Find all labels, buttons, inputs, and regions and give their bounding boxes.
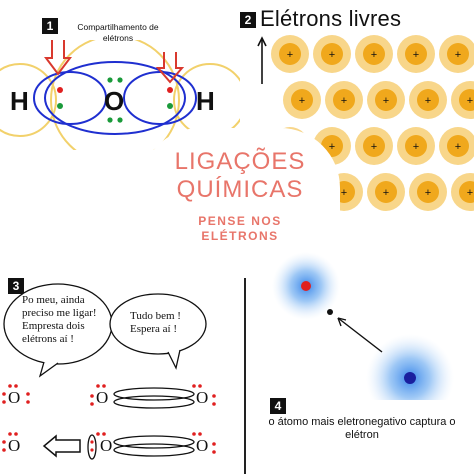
metal-ion-core <box>333 89 355 111</box>
capture-caption: o átomo mais eletronegativo captura o el… <box>268 416 456 441</box>
sharing-caption: Compartilhamento de elétrons <box>77 22 159 43</box>
plus-sign-icon: + <box>341 187 347 199</box>
oxygen-atom: O <box>196 436 209 455</box>
electronegativity-diagram <box>272 252 454 400</box>
title-line-1: LIGAÇÕES <box>174 148 306 175</box>
plus-sign-icon: + <box>455 49 461 61</box>
plus-sign-icon: + <box>371 141 377 153</box>
plus-sign-icon: + <box>455 141 461 153</box>
subtitle-line-2: ELÉTRONS <box>201 229 279 243</box>
plus-sign-icon: + <box>371 49 377 61</box>
oxygen-atom: O <box>100 436 113 455</box>
metal-ion-core <box>291 89 313 111</box>
metal-ion-core <box>417 181 439 203</box>
badge-1: 1 <box>42 18 58 34</box>
electron-green <box>107 117 113 123</box>
nucleus-blue <box>404 372 416 384</box>
plus-sign-icon: + <box>467 95 473 107</box>
metal-ion-core <box>363 43 385 65</box>
metal-ion-core <box>279 43 301 65</box>
metal-ion-core <box>375 181 397 203</box>
bubble-right-shape <box>109 293 207 355</box>
panel-3: 3 Po meu, ainda preciso me ligar! Empres… <box>0 268 236 474</box>
plus-sign-icon: + <box>329 141 335 153</box>
up-arrow-icon <box>257 36 267 84</box>
free-electron <box>327 309 333 315</box>
bubble-right-text: Tudo bem ! Espera aí ! <box>130 310 181 335</box>
metal-ion-core <box>447 135 469 157</box>
atom-h-left: H <box>10 86 29 116</box>
panel-divider <box>244 278 246 474</box>
oxygen-atom: O <box>8 436 21 455</box>
row-1 <box>2 384 216 409</box>
left-arrow-icon <box>42 434 81 458</box>
free-electrons-title: Elétrons livres <box>260 6 402 31</box>
plus-sign-icon: + <box>467 187 473 199</box>
oxygen-atom: O <box>96 388 109 407</box>
plus-sign-icon: + <box>413 141 419 153</box>
bond-ring-right <box>123 71 197 125</box>
o-shell <box>50 40 180 150</box>
row-2 <box>2 432 216 460</box>
metal-ion-core <box>363 135 385 157</box>
plus-sign-icon: + <box>299 95 305 107</box>
subtitle-line-1: PENSE NOS <box>198 214 282 228</box>
arrow-left-icon <box>44 40 72 76</box>
badge-2: 2 <box>240 12 256 28</box>
electron-red <box>57 87 63 93</box>
capture-arrow-icon <box>337 317 383 353</box>
electron-green <box>117 77 123 83</box>
arrow-right-icon <box>155 52 185 84</box>
center-title: LIGAÇÕES QUÍMICAS PENSE NOS ELÉTRONS <box>148 148 332 244</box>
metal-ion-core <box>447 43 469 65</box>
oxygen-bonding-diagram <box>2 384 216 460</box>
plus-sign-icon: + <box>383 187 389 199</box>
plus-sign-icon: + <box>425 95 431 107</box>
metal-ion-core <box>459 181 474 203</box>
panel-4: 4 o átomo mais eletronegativo captura o … <box>246 240 474 474</box>
metal-ion-core <box>375 89 397 111</box>
plus-sign-icon: + <box>383 95 389 107</box>
badge-4: 4 <box>270 398 286 414</box>
plus-sign-icon: + <box>341 95 347 107</box>
metal-ion-core <box>417 89 439 111</box>
bond-ring-center <box>44 61 186 135</box>
plus-sign-icon: + <box>287 49 293 61</box>
metal-ion-core <box>459 89 474 111</box>
electron-green <box>167 103 173 109</box>
bubble-left-text: Po meu, ainda preciso me ligar! Empresta… <box>22 294 97 345</box>
oxygen-atom: O <box>8 388 21 407</box>
title-line-2: QUÍMICAS <box>176 176 304 203</box>
plus-sign-icon: + <box>413 49 419 61</box>
oxygen-atom: O <box>196 388 209 407</box>
plus-sign-icon: + <box>329 49 335 61</box>
metal-ion-core <box>405 135 427 157</box>
nucleus-red <box>301 281 311 291</box>
electron-green <box>117 117 123 123</box>
plus-sign-icon: + <box>425 187 431 199</box>
electron-green <box>107 77 113 83</box>
atom-cloud-large <box>366 334 454 400</box>
electron-green <box>57 103 63 109</box>
electron-red <box>167 87 173 93</box>
atom-o-center: O <box>104 86 125 116</box>
h-left-shell <box>0 63 57 137</box>
speech-bubbles <box>3 283 207 378</box>
bond-ring-left <box>33 71 107 125</box>
metal-ion-core <box>321 43 343 65</box>
atom-h-right: H <box>196 86 215 116</box>
badge-3: 3 <box>8 278 24 294</box>
metal-ion-core <box>405 43 427 65</box>
